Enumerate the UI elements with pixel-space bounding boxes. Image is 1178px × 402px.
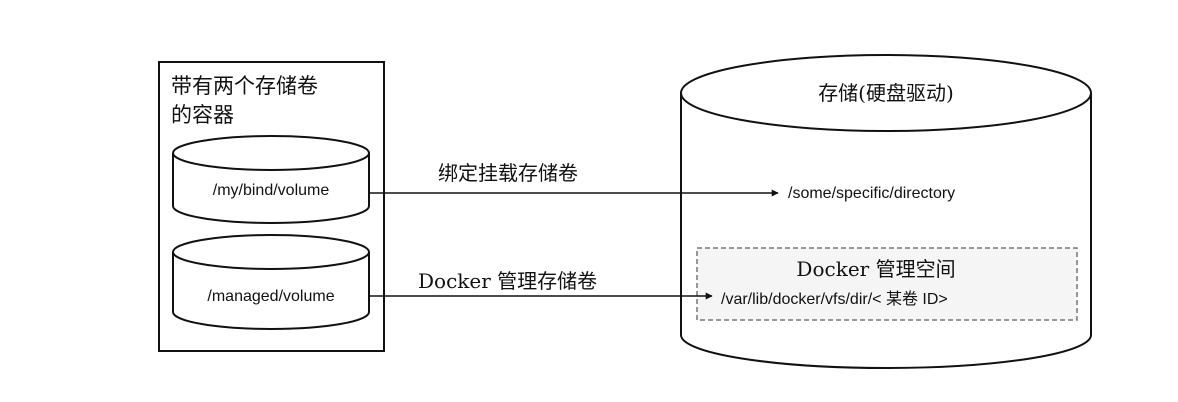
managed-space-title: Docker 管理空间: [796, 257, 955, 281]
bind-volume-body: [172, 153, 370, 224]
bind-mount-arrow: 绑定挂载存储卷: [369, 161, 779, 197]
container-title-line2: 的容器: [171, 103, 234, 127]
managed-volume-top: [172, 234, 370, 270]
container-border: [158, 61, 385, 352]
managed-volume-body: [172, 252, 370, 330]
bind-volume-path: /my/bind/volume: [213, 182, 330, 199]
storage-top: [680, 54, 1092, 132]
storage-cylinder: 存储(硬盘驱动) /some/specific/directory Docker…: [680, 54, 1092, 369]
managed-space-path: /var/lib/docker/vfs/dir/< 某卷 ID>: [721, 290, 948, 308]
docker-managed-space: Docker 管理空间 /var/lib/docker/vfs/dir/< 某卷…: [696, 247, 1078, 321]
managed-volume-arrow: Docker 管理存储卷: [369, 269, 713, 300]
container-box: 带有两个存储卷 的容器 /my/bind/volume /managed/vol…: [158, 61, 385, 352]
bind-volume-top: [172, 135, 370, 171]
bind-target-path: /some/specific/directory: [788, 185, 955, 202]
managed-volume-path: /managed/volume: [207, 288, 334, 305]
bind-mount-label: 绑定挂载存储卷: [438, 161, 578, 185]
managed-space-border: [696, 247, 1078, 321]
storage-body: [680, 93, 1092, 369]
managed-volume-label: Docker 管理存储卷: [418, 269, 597, 293]
storage-title: 存储(硬盘驱动): [818, 81, 954, 105]
managed-volume-cylinder: /managed/volume: [172, 234, 370, 330]
bind-volume-cylinder: /my/bind/volume: [172, 135, 370, 224]
container-title-line1: 带有两个存储卷: [171, 74, 318, 98]
